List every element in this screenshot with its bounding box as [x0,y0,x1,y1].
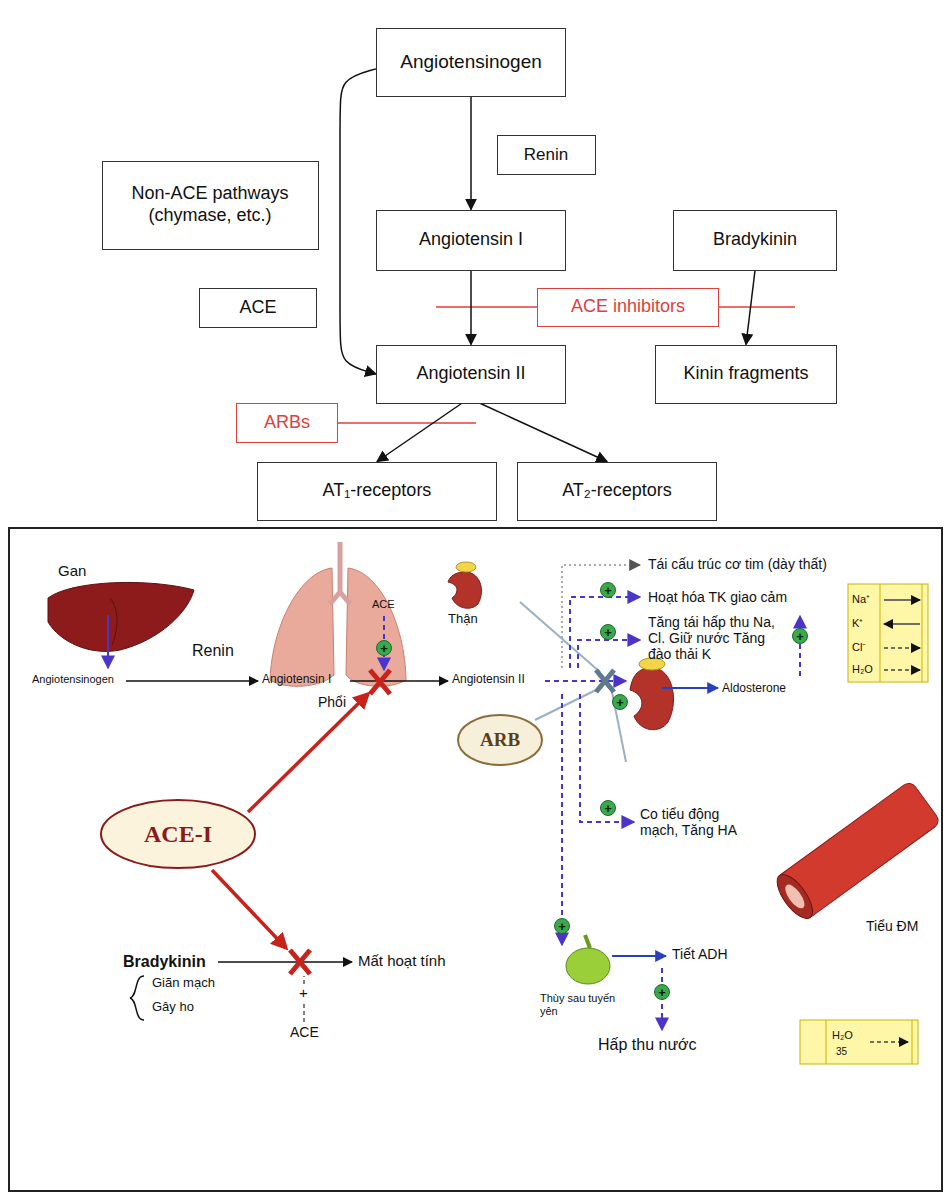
flow-arrow [377,404,462,462]
plus-sign: + [376,640,392,656]
node-text: AT₂-receptors [554,480,680,502]
annotation-label: Gan [58,562,86,579]
annotation-label: Phổi [318,694,346,710]
annotation-label: Mất hoạt tính [358,952,446,969]
annotation-label: Angiotensin I [262,673,331,687]
enzyme-box: ACE [199,288,317,328]
drug-box: ACE inhibitors [537,288,719,327]
annotation-label: Aldosterone [722,682,786,696]
annotation-label: Tăng tái hấp thu Na, Cl. Giữ nước Tăng đ… [648,614,790,662]
annotation-label: Cl⁻ [852,641,866,654]
annotation-label: Giãn mạch [152,976,215,991]
annotation-label: Angiotensin II [452,673,525,687]
receptor-box: AT₁-receptors [257,462,497,521]
plus-sign: + [600,800,616,816]
membrane-illustration [800,1020,918,1064]
plus-sign: + [600,624,616,640]
node-text: Angiotensin II [408,363,533,385]
plus-sign: + [554,918,570,934]
annotation-label: H₂O [852,663,873,676]
node-text: ARBs [256,412,318,434]
annotation-label: + [297,984,310,1001]
process-box: Angiotensin I [376,210,566,271]
kidney-illustration [448,562,481,608]
node-text: Angiotensin I [411,229,531,251]
liver-illustration [48,582,194,651]
process-box: Angiotensin II [376,345,566,404]
process-box: Angiotensinogen [376,28,566,97]
plus-sign: + [600,582,616,598]
annotation-label: Bradykinin [123,953,206,971]
annotation-label: Tiểu ĐM [866,918,918,934]
annotation-label: 35 [836,1046,847,1058]
annotation-label: Renin [192,642,234,660]
annotation-label: H₂O [832,1029,853,1042]
lungs-illustration [270,542,406,686]
node-text: ARB [472,729,528,752]
node-text: ACE [231,297,284,319]
annotation-label: Hấp thu nước [598,1036,697,1054]
receptor-box: AT₂-receptors [517,462,717,521]
process-box: Bradykinin [673,210,837,271]
node-text: AT₁-receptors [315,480,440,502]
inhibition-line [338,422,476,424]
process-box: Kinin fragments [655,345,837,404]
membrane-illustration [848,584,928,682]
block-mark [370,670,390,694]
flow-arrow [746,271,755,345]
drug-box: ARBs [236,403,338,443]
block-mark [596,670,614,692]
flow-arrow [481,404,608,462]
plus-sign: + [654,984,670,1000]
plus-sign: + [792,628,808,644]
annotation-label: Angiotensinogen [32,673,114,686]
node-text: Angiotensinogen [392,51,550,74]
flow-arrow [340,69,376,374]
drug-oval: ARB [457,714,543,766]
node-text: Kinin fragments [675,363,816,385]
flow-arrow [470,271,472,345]
annotation-label: Hoạt hóa TK giao cảm [648,589,787,605]
annotation-label: ACE [290,1024,319,1040]
bracket [130,976,144,1020]
annotation-label: Thùy sau tuyến yên [540,992,622,1017]
annotation-label: Gây ho [152,1000,194,1015]
drug-oval: ACE-I [100,799,256,869]
node-text: Non-ACE pathways (chymase, etc.) [103,183,318,226]
node-text: Bradykinin [705,229,805,251]
annotation-label: Tái cấu trúc cơ tim (dày thất) [648,556,827,572]
arteriole-illustration [771,780,942,924]
block-mark [290,950,310,974]
kidney-illustration [630,658,674,730]
enzyme-box: Renin [497,135,596,175]
annotation-label: ACE [372,598,395,611]
pituitary-illustration [566,935,610,984]
plus-sign: + [612,694,628,710]
annotation-label: Thận [448,612,478,627]
annotation-label: Tiết ADH [672,946,728,962]
node-text: Renin [516,145,576,165]
node-text: ACE-I [136,820,220,849]
pathway-box: Non-ACE pathways (chymase, etc.) [102,161,319,250]
figure-frame [9,528,942,1191]
annotation-label: K⁺ [852,617,863,630]
flow-arrow [470,97,472,210]
node-text: ACE inhibitors [563,296,693,318]
annotation-label: Co tiểu động mạch, Tăng HA [640,806,752,838]
annotation-label: Na⁺ [852,593,870,606]
